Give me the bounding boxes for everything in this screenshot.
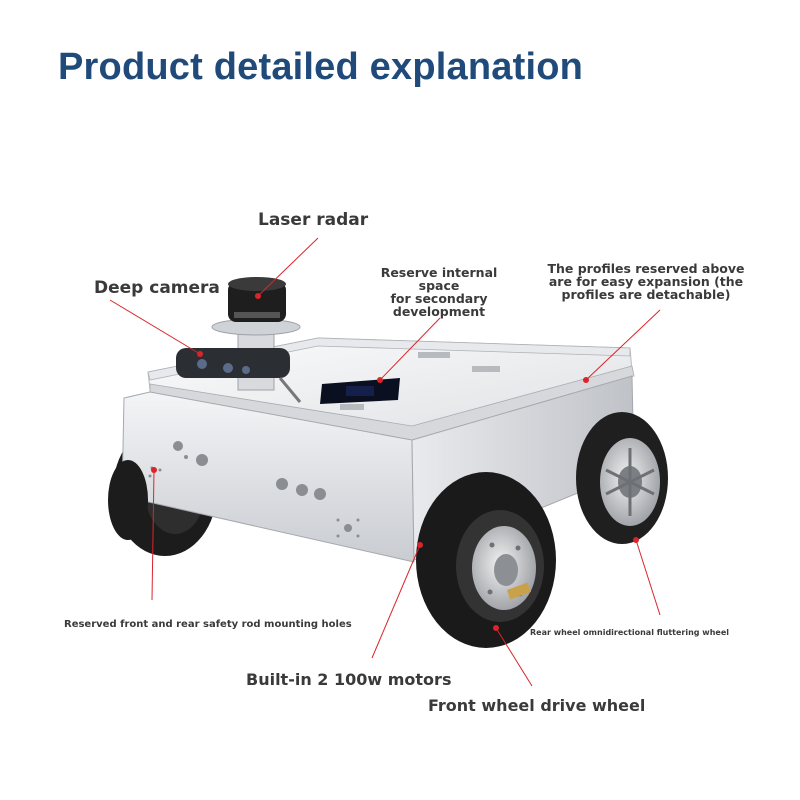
label-rear-wheel: Rear wheel omnidirectional fluttering wh… — [530, 628, 729, 637]
front-drive-wheel — [416, 472, 556, 648]
label-motors: Built-in 2 100w motors — [246, 670, 452, 689]
label-front-wheel: Front wheel drive wheel — [428, 696, 646, 715]
label-reserve-space: Reserve internal space for secondary dev… — [380, 265, 498, 319]
leader-lines — [109, 237, 661, 687]
label-profiles: The profiles reserved above are for easy… — [547, 261, 745, 302]
rear-omni-wheel — [576, 412, 668, 544]
front-left-wheel — [108, 460, 148, 540]
label-laser-radar: Laser radar — [258, 210, 369, 230]
page-title: Product detailed explanation — [58, 46, 584, 88]
depth-camera — [176, 348, 302, 403]
leader-dots — [151, 293, 639, 631]
mounting-holes — [148, 441, 360, 538]
label-safety-rod: Reserved front and rear safety rod mount… — [64, 619, 352, 630]
label-deep-camera: Deep camera — [94, 278, 220, 298]
